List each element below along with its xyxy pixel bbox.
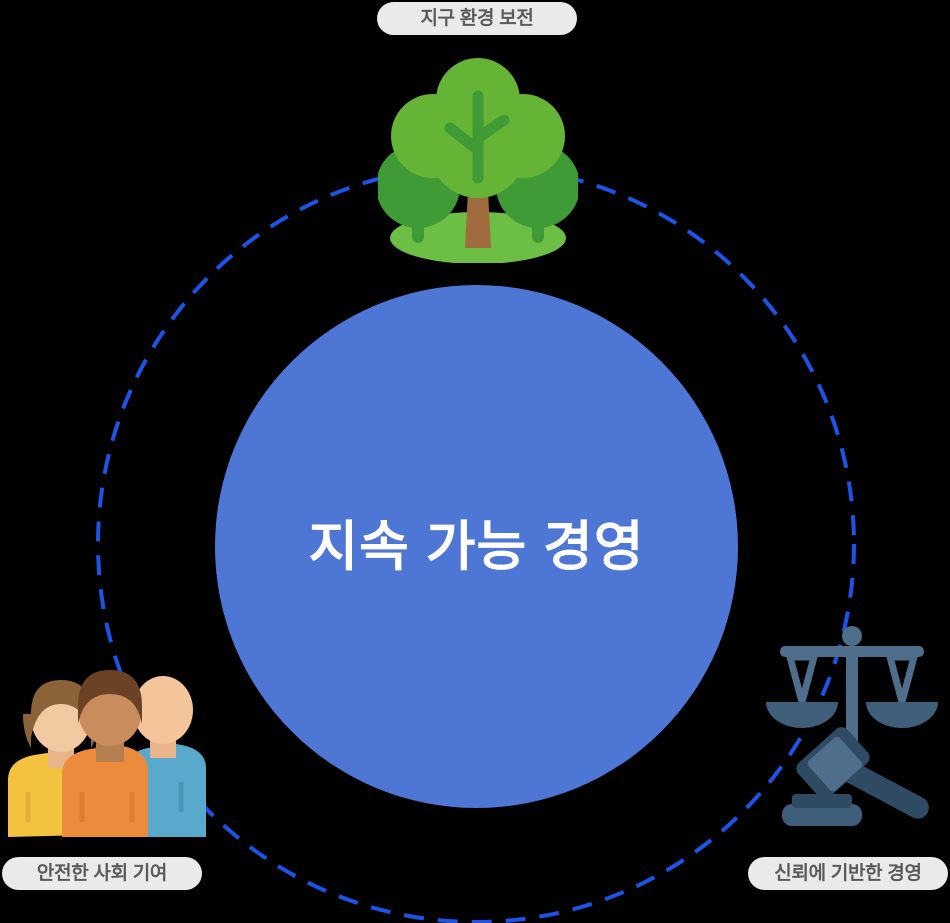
core-circle: 지속 가능 경영 (215, 285, 738, 808)
label-pill-environment[interactable]: 지구 환경 보전 (377, 2, 577, 35)
label-pill-society[interactable]: 안전한 사회 기여 (2, 857, 202, 890)
people-group-icon (4, 662, 214, 837)
scales-gavel-icon-svg (766, 626, 938, 826)
gavel (782, 727, 929, 826)
person-center (62, 670, 148, 837)
scales-gavel-icon (762, 622, 948, 837)
label-pill-governance[interactable]: 신뢰에 기반한 경영 (748, 857, 948, 890)
core-label: 지속 가능 경영 (308, 516, 645, 577)
tree-branches (444, 90, 510, 184)
scales (766, 626, 938, 742)
people-group-icon-svg (8, 670, 206, 837)
tree-icon (376, 58, 580, 264)
tree-icon-svg (376, 58, 580, 264)
